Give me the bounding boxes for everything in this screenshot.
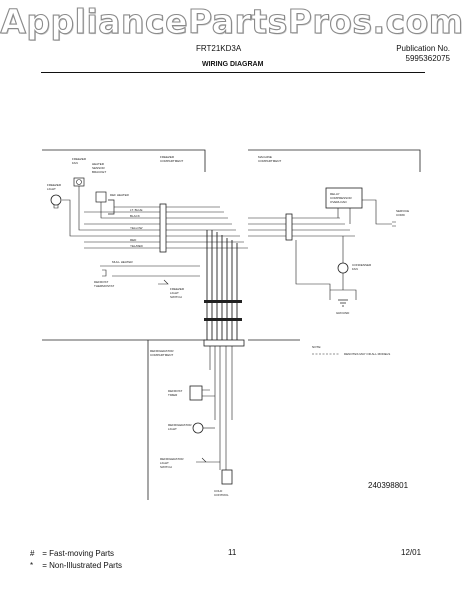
refrigerator-compartment-label: REFRIGERATOR bbox=[150, 349, 174, 353]
refrigerator-compartment-label-2: COMPARTMENT bbox=[150, 353, 173, 357]
legend-text: = Fast-moving Parts bbox=[42, 549, 115, 558]
defrost-heater-label: DEF HEATER bbox=[110, 193, 130, 197]
defrost-thermostat-label-2: THERMOSTAT bbox=[94, 284, 114, 288]
legend-item-fast-moving: # = Fast-moving Parts bbox=[30, 548, 122, 560]
service-cord-label-2: CORD bbox=[396, 213, 406, 217]
watermark: AppliancePartsPros.com bbox=[0, 1, 464, 41]
ref-light-label-2: LIGHT bbox=[168, 427, 177, 431]
heater-sensor: HEATER SENSOR BRACKET bbox=[92, 162, 107, 203]
freezer-fan-label: FREEZER bbox=[72, 157, 87, 161]
machine-connector bbox=[248, 213, 355, 241]
publication-info: Publication No. 5995362075 bbox=[396, 44, 450, 64]
wire-bundle bbox=[206, 230, 238, 340]
page-number: 11 bbox=[228, 548, 237, 557]
model-number: FRT21KD3A bbox=[196, 44, 242, 53]
wire-label-yellow: YELLOW bbox=[130, 226, 143, 230]
ice-heater: MULL HEATER bbox=[100, 260, 200, 277]
publication-label: Publication No. bbox=[396, 44, 450, 53]
note: NOTE: DENOTES MAY OR ALL MODELS bbox=[312, 345, 390, 356]
freezer-compartment-label-2: COMPARTMENT bbox=[160, 159, 183, 163]
legend-item-non-illustrated: * = Non-Illustrated Parts bbox=[30, 560, 122, 572]
freezer-light-switch-label: FREEZER bbox=[170, 287, 185, 291]
freezer-light-switch-label-2: LIGHT bbox=[170, 291, 179, 295]
header-rule bbox=[41, 72, 425, 73]
bundle-ties bbox=[204, 300, 242, 321]
ref-light-switch-label-2: LIGHT bbox=[160, 461, 169, 465]
freezer-wiring bbox=[62, 186, 160, 249]
parts-legend: # = Fast-moving Parts * = Non-Illustrate… bbox=[30, 548, 122, 572]
wire-label-ltblue: LT. BLUE bbox=[130, 208, 142, 212]
defrost-thermostat: DEFROST THERMOSTAT bbox=[94, 275, 200, 288]
freezer-connector bbox=[159, 203, 248, 253]
publication-number: 5995362075 bbox=[405, 54, 451, 63]
ref-light-switch-label-3: SWITCH bbox=[160, 465, 172, 469]
heater-sensor-label-2: SENSOR bbox=[92, 166, 106, 170]
heater-sensor-label-3: BRACKET bbox=[92, 170, 106, 174]
wire-label-black: BLACK bbox=[130, 214, 140, 218]
ground: GROUND bbox=[295, 240, 357, 315]
machine-compartment-label-2: COMPARTMENT bbox=[258, 159, 281, 163]
condenser-fan: CONDENSER FAN bbox=[337, 236, 372, 290]
wire-label-yelred: YEL/RED bbox=[130, 244, 144, 248]
freezer-fan-label-2: FAN bbox=[72, 161, 78, 165]
freezer-light: FREEZER LIGHT bbox=[47, 183, 62, 209]
ground-label: GROUND bbox=[336, 311, 350, 315]
wire-label-red: RED bbox=[130, 238, 137, 242]
defrost-timer: DEFROST TIMER bbox=[168, 385, 215, 401]
defrost-timer-label-2: TIMER bbox=[168, 393, 178, 397]
freezer-compartment-label: FREEZER bbox=[160, 155, 175, 159]
cold-control-label-2: CONTROL bbox=[214, 493, 229, 497]
refrigerator-light: REFRIGERATOR LIGHT bbox=[168, 422, 215, 434]
note-label: NOTE: bbox=[312, 345, 321, 349]
compressor: RELAY COMPRESSOR OVERLOAD bbox=[325, 187, 363, 224]
refrigerator-light-switch: REFRIGERATOR LIGHT SWITCH bbox=[160, 457, 220, 469]
legend-symbol: # bbox=[30, 549, 35, 558]
compartment-borders bbox=[42, 149, 421, 500]
defrost-heater: DEF HEATER bbox=[108, 193, 130, 215]
defrost-thermostat-label: DEFROST bbox=[94, 280, 109, 284]
freezer-fan: FREEZER FAN bbox=[72, 157, 87, 187]
ref-light-switch-label: REFRIGERATOR bbox=[160, 457, 184, 461]
service-cord: SERVICE CORD bbox=[362, 199, 409, 227]
compressor-label-2: COMPRESSOR bbox=[330, 196, 353, 200]
service-cord-label: SERVICE bbox=[396, 209, 409, 213]
freezer-light-switch-label-3: SWITCH bbox=[170, 295, 182, 299]
machine-compartment-label: MACHINE bbox=[258, 155, 272, 159]
page-title: WIRING DIAGRAM bbox=[202, 61, 264, 68]
defrost-timer-label: DEFROST bbox=[168, 389, 183, 393]
cold-control-label: COLD bbox=[214, 489, 223, 493]
cold-control: COLD CONTROL bbox=[214, 469, 233, 497]
compressor-label-3: OVERLOAD bbox=[330, 200, 348, 204]
condenser-fan-label-2: FAN bbox=[352, 267, 358, 271]
legend-text: = Non-Illustrated Parts bbox=[42, 561, 123, 570]
heater-sensor-label: HEATER bbox=[92, 162, 105, 166]
legend-symbol: * bbox=[30, 561, 34, 570]
freezer-light-label: FREEZER bbox=[47, 183, 62, 187]
freezer-light-label-2: LIGHT bbox=[47, 187, 56, 191]
note-text: DENOTES MAY OR ALL MODELS bbox=[344, 352, 390, 356]
condenser-fan-label: CONDENSER bbox=[352, 263, 372, 267]
publication-date: 12/01 bbox=[401, 548, 422, 557]
freezer-light-switch: FREEZER LIGHT SWITCH bbox=[158, 279, 185, 299]
figure-number: 240398801 bbox=[368, 481, 409, 490]
ref-connector bbox=[203, 339, 245, 470]
freezer-wire-labels: LT. BLUE BLACK YELLOW RED YEL/RED bbox=[130, 208, 144, 248]
compressor-label: RELAY bbox=[330, 192, 340, 196]
ice-heater-label: MULL HEATER bbox=[112, 260, 134, 264]
ref-light-label: REFRIGERATOR bbox=[168, 423, 192, 427]
